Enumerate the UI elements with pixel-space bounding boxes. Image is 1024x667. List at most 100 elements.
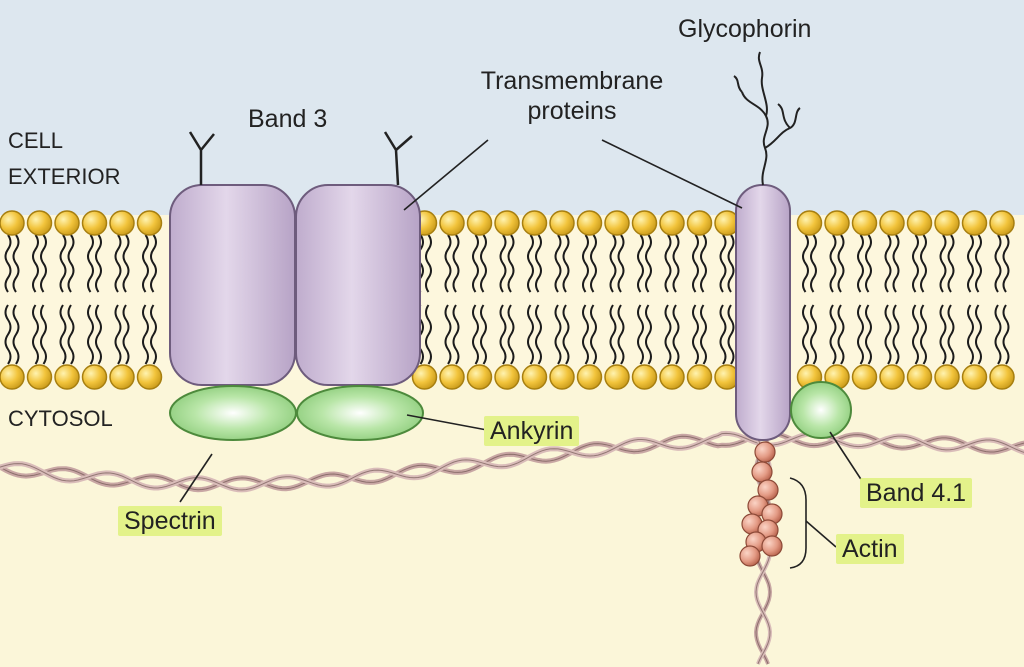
actin-bead xyxy=(751,461,773,483)
lipid-tail xyxy=(142,234,149,293)
lipid-tail xyxy=(829,234,837,293)
lipid-head-outer xyxy=(934,210,960,236)
lipid-head-outer xyxy=(851,210,878,236)
spectrin-strand-outline xyxy=(0,432,1024,491)
lipid-tail xyxy=(920,304,927,365)
lipid-head-outer xyxy=(576,210,603,236)
lipid-head-outer xyxy=(521,210,548,236)
lipid-tail xyxy=(590,304,597,365)
lipid-tail xyxy=(802,304,809,365)
lipid-tail xyxy=(664,234,672,293)
lipid-tail xyxy=(837,234,845,293)
lipid-head-outer xyxy=(549,210,575,236)
band3-glycan-left xyxy=(188,131,215,185)
ankyrin-left xyxy=(169,385,297,441)
label-glycophorin: Glycophorin xyxy=(678,15,812,43)
lipid-head-inner xyxy=(0,364,25,390)
lipid-tail xyxy=(617,304,625,365)
lipid-tail xyxy=(609,234,617,293)
label-ankyrin: Ankyrin xyxy=(484,416,580,446)
lipid-tail xyxy=(122,234,130,293)
leader-spectrin xyxy=(179,453,213,503)
lipid-tail xyxy=(829,304,837,365)
lipid-tail xyxy=(480,304,487,365)
lipid-head-inner xyxy=(136,364,163,390)
lipid-tail xyxy=(444,304,452,365)
lipid-tail xyxy=(617,234,625,293)
lipid-tail xyxy=(692,304,699,365)
actin-bead xyxy=(754,441,776,463)
lipid-tail xyxy=(727,304,735,365)
lipid-head-outer xyxy=(494,210,520,236)
lipid-tail xyxy=(95,304,102,365)
lipid-head-inner xyxy=(686,364,713,390)
lipid-tail xyxy=(719,304,727,365)
lipid-tail xyxy=(499,234,507,293)
lipid-tail xyxy=(4,304,12,365)
lipid-tail xyxy=(719,234,727,293)
lipid-head-inner xyxy=(81,364,108,390)
lipid-tail xyxy=(947,234,955,293)
lipid-head-inner xyxy=(26,364,53,390)
lipid-tail xyxy=(472,234,479,293)
lipid-tail xyxy=(582,234,589,293)
lipid-head-outer xyxy=(0,210,25,236)
lipid-tail xyxy=(892,234,900,293)
lipid-tail xyxy=(95,234,102,293)
lipid-tail xyxy=(582,304,589,365)
lipid-head-outer xyxy=(906,210,933,236)
lipid-head-outer xyxy=(136,210,163,236)
lipid-head-inner xyxy=(411,364,438,390)
band3-protein-left xyxy=(169,184,296,386)
lipid-tail xyxy=(562,304,570,365)
lipid-head-outer xyxy=(879,210,905,236)
lipid-tail xyxy=(857,234,864,293)
lipid-head-inner xyxy=(934,364,960,390)
band41-protein xyxy=(790,381,852,439)
lipid-tail xyxy=(637,234,644,293)
lipid-tail xyxy=(554,234,562,293)
lipid-tail xyxy=(645,304,652,365)
lipid-tail xyxy=(590,234,597,293)
lipid-tail xyxy=(892,304,900,365)
lipid-head-inner xyxy=(989,364,1015,390)
lipid-tail xyxy=(12,304,20,365)
lipid-head-outer xyxy=(659,210,685,236)
lipid-tail xyxy=(884,234,892,293)
lipid-head-outer xyxy=(26,210,53,236)
actin-bracket xyxy=(789,477,807,569)
lipid-tail xyxy=(452,304,460,365)
lipid-tail xyxy=(114,234,122,293)
lipid-tail xyxy=(837,304,845,365)
lipid-tail xyxy=(142,304,149,365)
lipid-tail xyxy=(67,234,75,293)
lipid-head-inner xyxy=(494,364,520,390)
lipid-head-outer xyxy=(989,210,1015,236)
lipid-tails xyxy=(4,234,1010,365)
lipid-tail xyxy=(672,234,680,293)
lipid-head-outer xyxy=(824,210,850,236)
lipid-tail xyxy=(810,234,817,293)
lipid-tail xyxy=(994,234,1002,293)
leader-transmembrane-band3 xyxy=(403,139,489,211)
lipid-tail xyxy=(87,304,94,365)
label-cytosol: CYTOSOL xyxy=(8,406,113,431)
lipid-tail xyxy=(554,304,562,365)
lipid-tail xyxy=(865,234,872,293)
leader-lines xyxy=(179,139,869,569)
lipid-tail xyxy=(967,234,974,293)
lipid-head-outer xyxy=(54,210,80,236)
lipid-head-inner xyxy=(659,364,685,390)
lipid-head-inner xyxy=(466,364,493,390)
leader-transmembrane-glycophorin xyxy=(601,139,743,209)
glycophorin-sugar-chain xyxy=(733,51,801,186)
lipid-head-inner xyxy=(521,364,548,390)
lipid-tail xyxy=(150,304,157,365)
lipid-head-outer xyxy=(686,210,713,236)
glycophorin-protein xyxy=(735,184,791,441)
lipid-tail xyxy=(472,304,479,365)
lipid-tail xyxy=(32,234,39,293)
lipid-tail xyxy=(865,304,872,365)
